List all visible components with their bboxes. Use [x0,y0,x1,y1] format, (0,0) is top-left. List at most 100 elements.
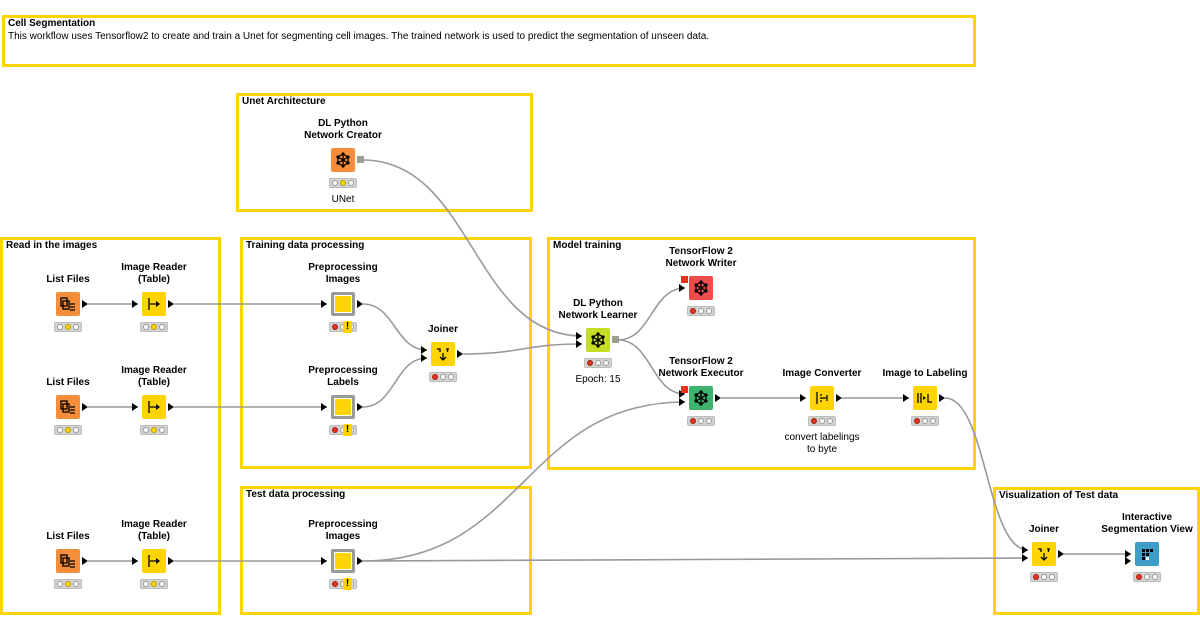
node-name[interactable]: Image Reader(Table) [94,262,214,286]
warning-icon[interactable]: ! [343,424,352,436]
node-name-line: Network Writer [665,258,737,269]
status-light [340,180,346,186]
node-name[interactable]: Image Reader(Table) [94,365,214,389]
output-port[interactable] [715,394,721,402]
status-light [151,427,157,433]
output-port[interactable] [457,350,463,358]
status-lights [140,425,168,435]
annotation-test[interactable]: Test data processing [240,486,532,615]
node-name-line: Preprocessing [308,365,378,376]
output-port[interactable] [357,156,364,163]
output-port[interactable] [82,403,88,411]
network-icon[interactable] [689,386,713,410]
list-files-icon[interactable] [56,395,80,419]
node-name[interactable]: Image Converter [762,368,882,380]
node-name[interactable]: List Files [8,531,128,543]
image-converter-icon[interactable] [810,386,834,410]
output-port[interactable] [82,300,88,308]
output-port[interactable] [1058,550,1064,558]
node-name-line: Joiner [1028,524,1059,535]
metanode-icon[interactable] [331,549,355,573]
node-label[interactable]: convert labelings to byte [784,432,860,455]
status-light [73,324,79,330]
node-name-line: Network Executor [658,368,744,379]
network-icon[interactable] [586,328,610,352]
input-port[interactable] [1125,557,1131,565]
status-lights: ! [329,321,357,333]
output-port[interactable] [82,557,88,565]
input-port[interactable] [681,386,688,393]
image-reader-icon[interactable] [142,292,166,316]
status-light [348,180,354,186]
node-name-line: Labels [327,377,359,388]
status-lights [911,416,939,426]
joiner-icon[interactable] [431,342,455,366]
node-name-line: Image Reader [121,519,187,530]
node-name-line: Images [325,531,361,542]
status-lights [140,579,168,589]
status-light [440,374,446,380]
status-light [151,581,157,587]
node-name-line: Image Reader [121,262,187,273]
output-port[interactable] [939,394,945,402]
input-port[interactable] [681,276,688,283]
status-light [1136,574,1142,580]
node-name[interactable]: Joiner [383,324,503,336]
status-light [690,308,696,314]
output-port[interactable] [612,336,619,343]
node-name[interactable]: List Files [8,377,128,389]
node-label[interactable]: Epoch: 15 [575,374,621,385]
node-name-line: Image Reader [121,365,187,376]
image-reader-icon[interactable] [142,395,166,419]
list-files-icon[interactable] [56,292,80,316]
output-port[interactable] [836,394,842,402]
node-name-line: TensorFlow 2 [669,246,733,257]
node-name[interactable]: Image to Labeling [865,368,985,380]
workflow-description-annotation[interactable]: Cell Segmentation This workflow uses Ten… [2,15,976,67]
output-port[interactable] [357,557,363,565]
image-reader-icon[interactable] [142,549,166,573]
annotation-model[interactable]: Model training [547,237,976,470]
status-lights [54,425,82,435]
node-name[interactable]: Joiner [984,524,1104,536]
joiner-icon[interactable] [1032,542,1056,566]
status-light [57,581,63,587]
warning-icon[interactable]: ! [343,321,352,333]
status-light [448,374,454,380]
node-label[interactable]: UNet [331,194,355,205]
output-port[interactable] [168,300,174,308]
node-name-line: Preprocessing [308,262,378,273]
node-name[interactable]: List Files [8,274,128,286]
status-lights [140,322,168,332]
status-light [1144,574,1150,580]
output-port[interactable] [357,300,363,308]
node-name-line: Image Converter [782,368,862,379]
output-port[interactable] [168,403,174,411]
image-to-labeling-icon[interactable] [913,386,937,410]
node-name-line: TensorFlow 2 [669,356,733,367]
output-port[interactable] [357,403,363,411]
list-files-icon[interactable] [56,549,80,573]
status-light [811,418,817,424]
metanode-icon[interactable] [331,395,355,419]
metanode-icon[interactable] [331,292,355,316]
status-light [65,581,71,587]
network-icon[interactable] [689,276,713,300]
output-port[interactable] [168,557,174,565]
network-icon[interactable] [331,148,355,172]
node-name-line: (Table) [137,274,171,285]
annotation-read[interactable]: Read in the images [0,237,221,615]
segmentation-view-icon[interactable] [1135,542,1159,566]
node-name[interactable]: Image Reader(Table) [94,519,214,543]
annotation-vis[interactable]: Visualization of Test data [993,487,1200,615]
warning-icon[interactable]: ! [343,578,352,590]
